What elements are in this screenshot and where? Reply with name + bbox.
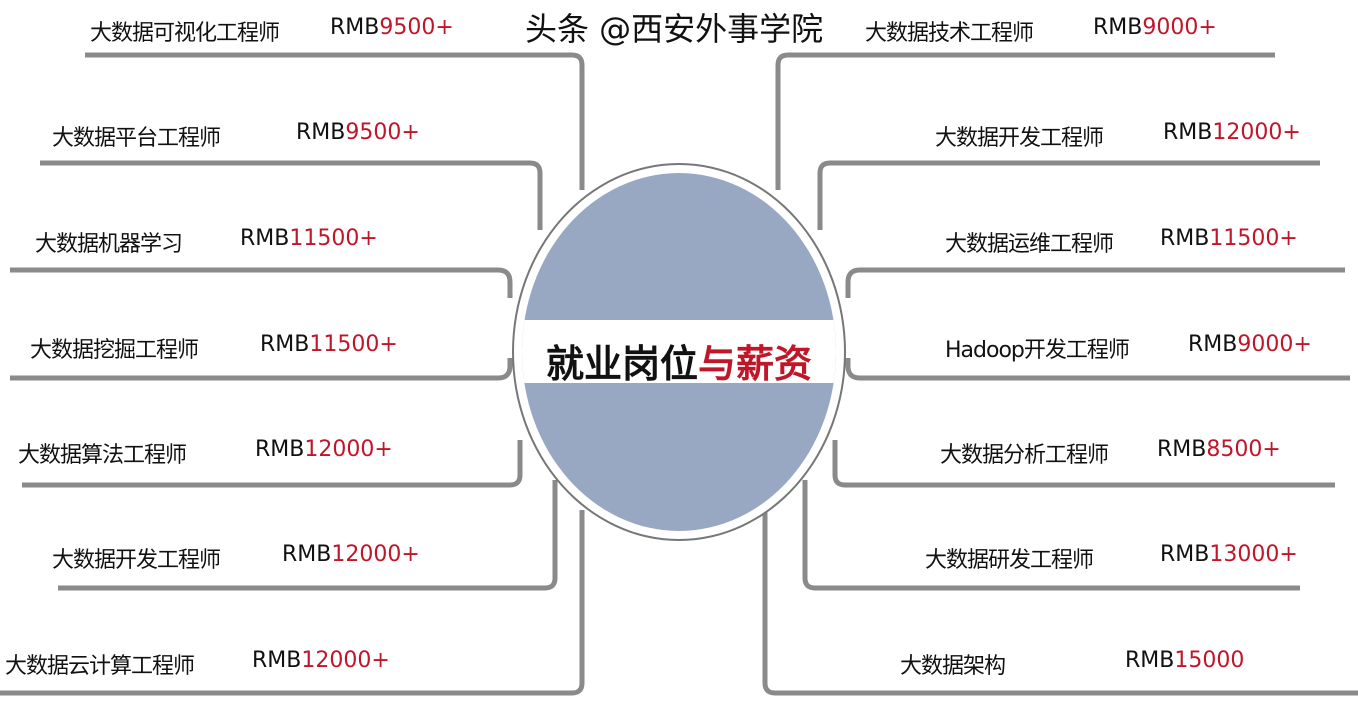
center-title: 就业岗位与薪资: [522, 333, 836, 388]
right-job-title: Hadoop开发工程师: [945, 338, 1130, 363]
connector-right-5: [832, 440, 1335, 488]
title-black: 就业岗位: [545, 342, 698, 386]
salary-prefix: RMB: [240, 226, 290, 251]
salary-amount: 8500+: [1206, 437, 1281, 462]
salary-prefix: RMB: [1160, 542, 1210, 567]
right-salary: RMB11500+: [1160, 226, 1298, 251]
salary-prefix: RMB: [260, 332, 310, 357]
right-salary: RMB15000: [1125, 648, 1244, 673]
right-job-title: 大数据运维工程师: [945, 232, 1114, 257]
connector-left-6: [58, 480, 558, 591]
connector-left-5: [22, 440, 523, 488]
title-red: 与薪资: [698, 342, 813, 386]
right-salary: RMB12000+: [1163, 120, 1301, 145]
salary-amount: 12000+: [304, 437, 393, 462]
right-job-title: 大数据技术工程师: [865, 21, 1034, 46]
left-salary: RMB12000+: [282, 542, 420, 567]
right-salary: RMB13000+: [1160, 542, 1298, 567]
salary-prefix: RMB: [1157, 437, 1207, 462]
connector-right-6: [802, 480, 1300, 591]
salary-prefix: RMB: [252, 648, 302, 673]
connector-left-4: [10, 358, 513, 381]
salary-prefix: RMB: [282, 542, 332, 567]
connector-left-7: [0, 510, 585, 696]
connector-right-2: [817, 160, 1320, 230]
salary-prefix: RMB: [1163, 120, 1213, 145]
left-salary: RMB12000+: [252, 648, 390, 673]
left-salary: RMB9500+: [296, 120, 420, 145]
salary-amount: 9500+: [345, 120, 420, 145]
center-title-band: [522, 320, 836, 383]
salary-amount: 9000+: [1142, 15, 1217, 40]
salary-amount: 11500+: [1209, 226, 1298, 251]
left-job-title: 大数据挖掘工程师: [30, 338, 199, 363]
salary-amount: 12000+: [301, 648, 390, 673]
left-job-title: 大数据云计算工程师: [5, 654, 195, 679]
salary-amount: 12000+: [331, 542, 420, 567]
right-job-title: 大数据开发工程师: [935, 126, 1104, 151]
connector-left-2: [40, 160, 543, 230]
salary-amount: 11500+: [289, 226, 378, 251]
salary-amount: 11500+: [309, 332, 398, 357]
connector-right-7: [762, 510, 1358, 696]
left-job-title: 大数据平台工程师: [52, 126, 221, 151]
salary-prefix: RMB: [1160, 226, 1210, 251]
center-circle: 就业岗位与薪资: [512, 163, 846, 541]
salary-prefix: RMB: [255, 437, 305, 462]
connector-right-3: [845, 267, 1345, 298]
left-job-title: 大数据算法工程师: [18, 443, 187, 468]
salary-amount: 9500+: [379, 15, 454, 40]
salary-amount: 13000+: [1209, 542, 1298, 567]
left-job-title: 大数据机器学习: [35, 232, 183, 257]
salary-prefix: RMB: [296, 120, 346, 145]
salary-amount: 15000: [1174, 648, 1245, 673]
salary-prefix: RMB: [1188, 332, 1238, 357]
salary-amount: 9000+: [1237, 332, 1312, 357]
right-job-title: 大数据研发工程师: [925, 548, 1094, 573]
connector-right-4: [845, 358, 1350, 381]
salary-prefix: RMB: [330, 15, 380, 40]
connector-right-1: [775, 52, 1275, 190]
left-job-title: 大数据可视化工程师: [90, 21, 280, 46]
left-salary: RMB11500+: [240, 226, 378, 251]
left-salary: RMB11500+: [260, 332, 398, 357]
right-job-title: 大数据架构: [900, 654, 1006, 679]
salary-prefix: RMB: [1093, 15, 1143, 40]
right-salary: RMB9000+: [1093, 15, 1217, 40]
watermark: 头条 @西安外事学院: [525, 10, 824, 48]
center-circle-fill: 就业岗位与薪资: [522, 173, 836, 531]
left-salary: RMB12000+: [255, 437, 393, 462]
left-salary: RMB9500+: [330, 15, 454, 40]
salary-amount: 12000+: [1212, 120, 1301, 145]
right-job-title: 大数据分析工程师: [940, 443, 1109, 468]
left-job-title: 大数据开发工程师: [52, 548, 221, 573]
right-salary: RMB8500+: [1157, 437, 1281, 462]
connector-left-1: [85, 52, 585, 190]
right-salary: RMB9000+: [1188, 332, 1312, 357]
connector-left-3: [10, 267, 513, 298]
salary-prefix: RMB: [1125, 648, 1175, 673]
